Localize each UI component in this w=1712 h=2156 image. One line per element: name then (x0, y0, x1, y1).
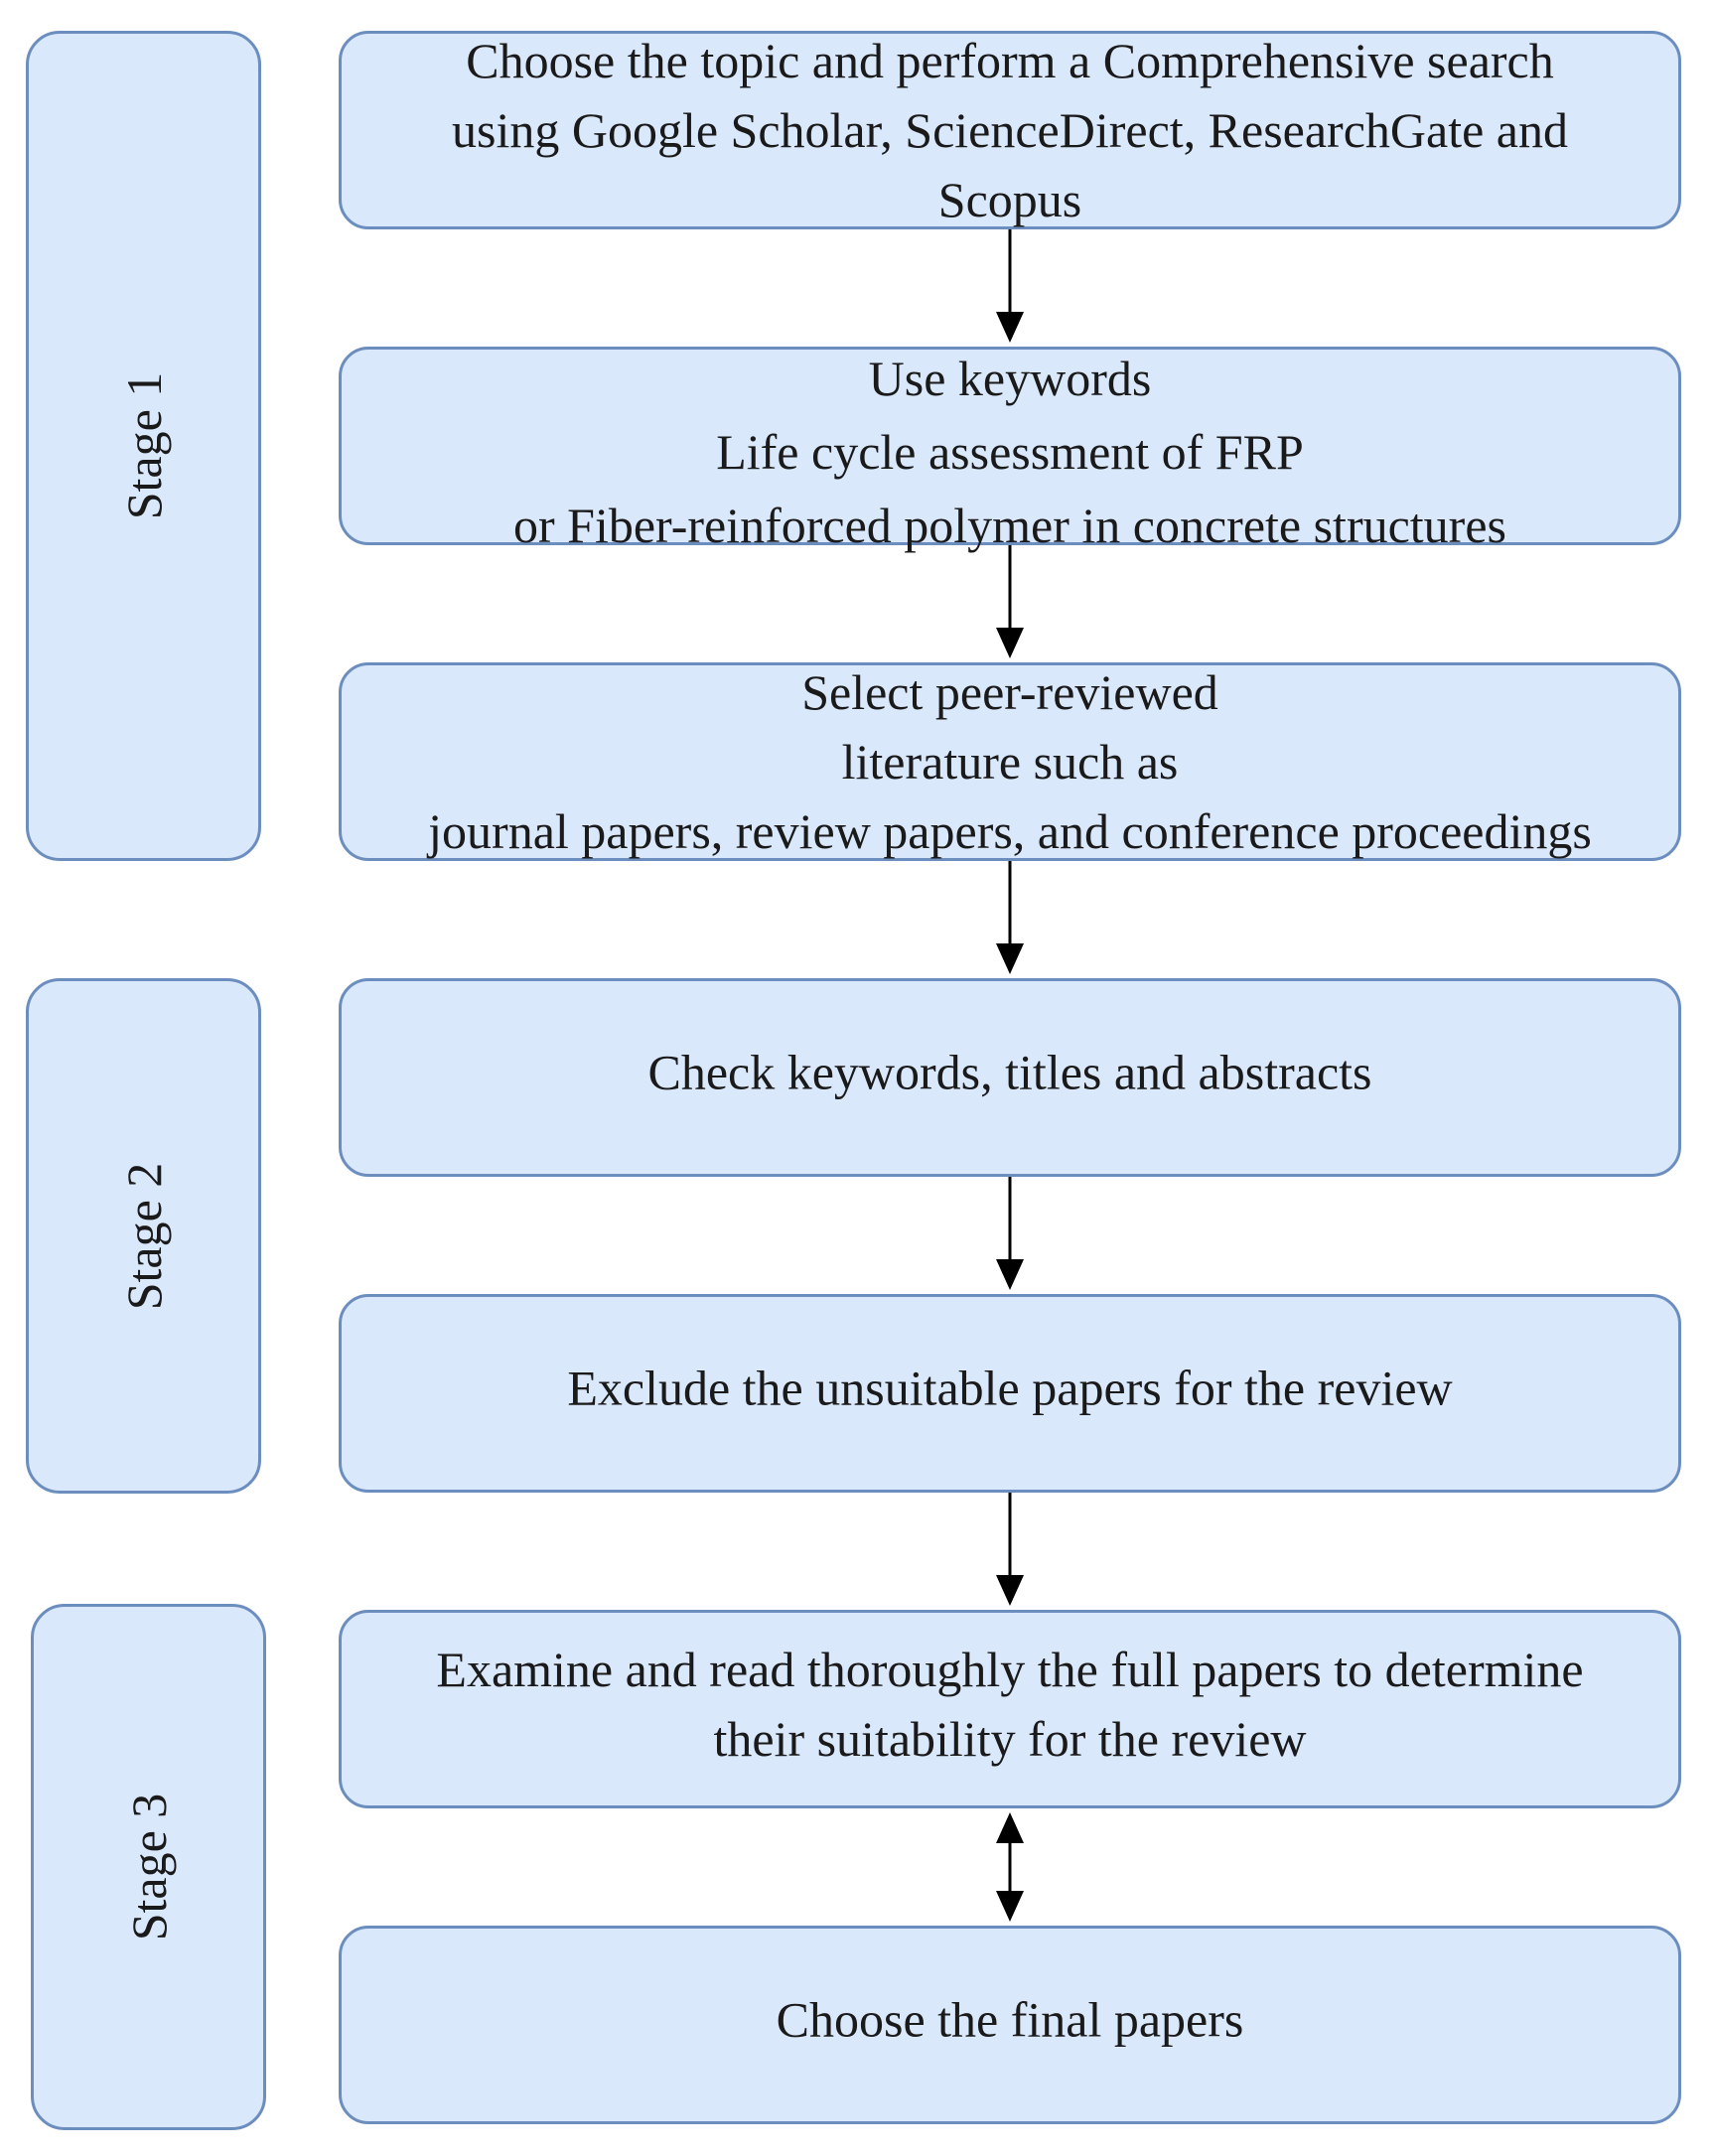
arrow-6-to-7-bidirectional (996, 1812, 1024, 1922)
step-search-box: Choose the topic and perform a Comprehen… (339, 31, 1681, 229)
arrow-4-to-5 (996, 1177, 1024, 1290)
step-select-literature-box: Select peer-reviewed literature such as … (339, 662, 1681, 861)
arrow-2-to-3 (996, 545, 1024, 658)
stage-2-box: Stage 2 (26, 978, 261, 1494)
step-examine-papers-box: Examine and read thoroughly the full pap… (339, 1610, 1681, 1808)
step-keywords-text: Use keywords Life cycle assessment of FR… (513, 351, 1506, 553)
step-exclude-papers-text: Exclude the unsuitable papers for the re… (567, 1360, 1453, 1416)
step-examine-papers-text: Examine and read thoroughly the full pap… (436, 1642, 1584, 1767)
step-final-papers-text: Choose the final papers (776, 1991, 1244, 2048)
step-select-literature-text: Select peer-reviewed literature such as … (428, 664, 1592, 859)
stage-3-box: Stage 3 (31, 1604, 266, 2130)
arrow-3-to-4 (996, 861, 1024, 974)
step-search-text: Choose the topic and perform a Comprehen… (452, 33, 1568, 227)
step-check-keywords-box: Check keywords, titles and abstracts (339, 978, 1681, 1177)
arrow-1-to-2 (996, 229, 1024, 343)
step-final-papers-box: Choose the final papers (339, 1926, 1681, 2124)
step-exclude-papers-box: Exclude the unsuitable papers for the re… (339, 1294, 1681, 1493)
step-keywords-box: Use keywords Life cycle assessment of FR… (339, 347, 1681, 553)
stage-1-box: Stage 1 (26, 31, 261, 861)
step-check-keywords-text: Check keywords, titles and abstracts (647, 1044, 1372, 1100)
arrow-5-to-6 (996, 1493, 1024, 1606)
